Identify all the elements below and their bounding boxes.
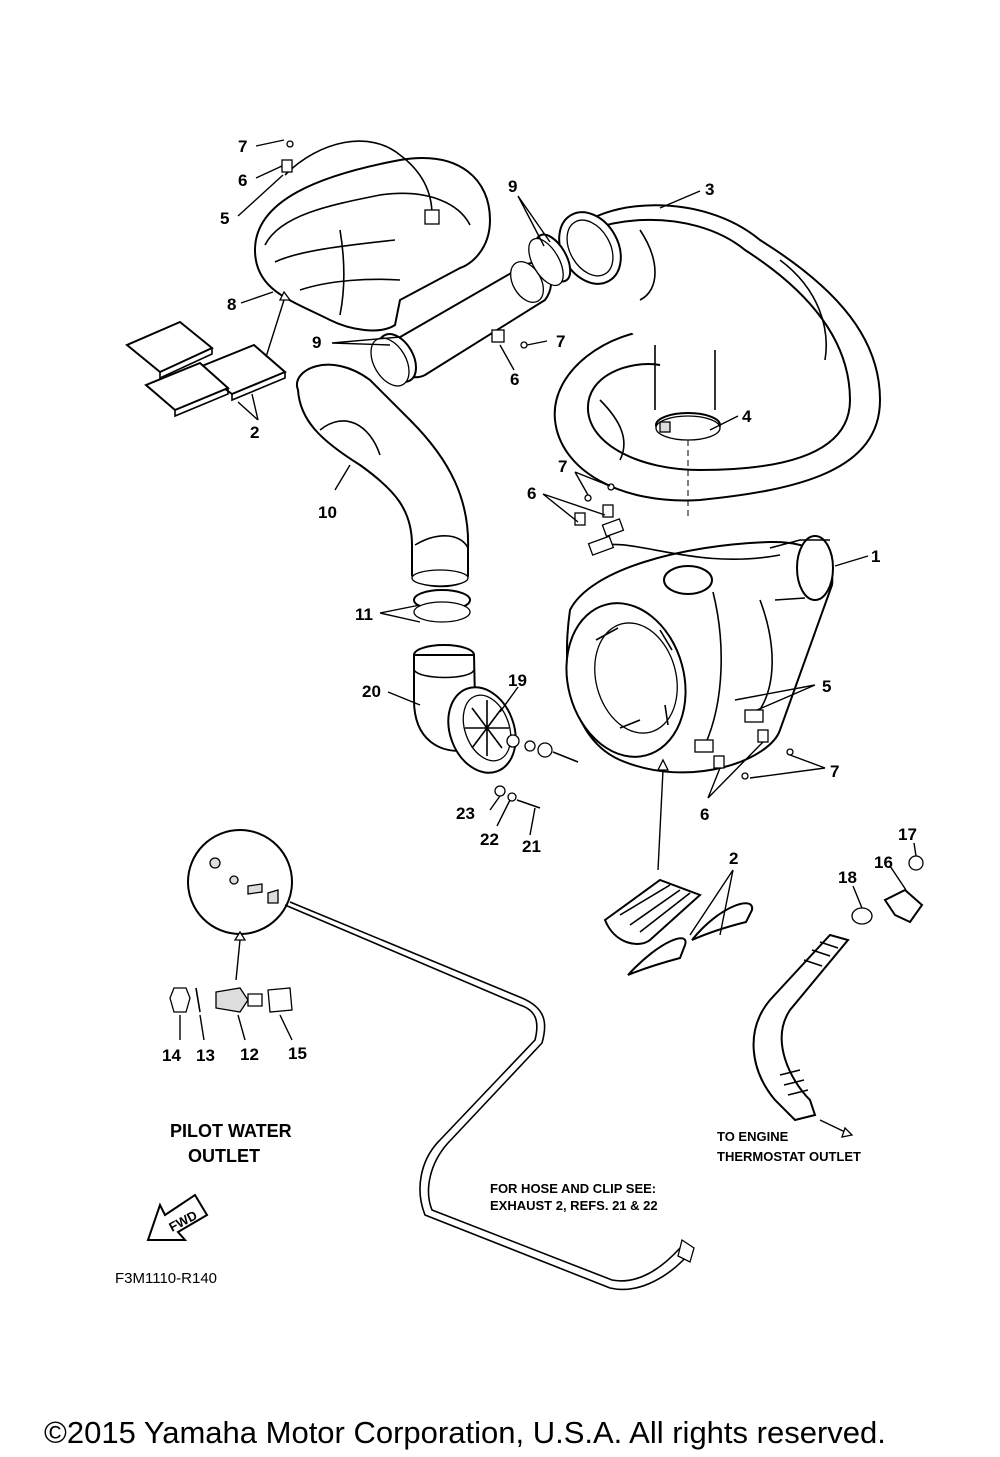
callout-leaders bbox=[179, 139, 917, 1041]
callout-14: 14 bbox=[162, 1046, 181, 1065]
arrow-to-box bbox=[265, 299, 285, 358]
screw-7-top bbox=[286, 140, 294, 148]
callout-9: 9 bbox=[312, 333, 321, 352]
hose-clamp-4 bbox=[655, 412, 721, 441]
callout-labels: 7 6 5 8 9 3 9 7 6 2 4 7 6 10 1 11 5 20 1… bbox=[162, 137, 917, 1065]
pilot-water-label: PILOT WATER bbox=[170, 1121, 292, 1141]
callout-1: 1 bbox=[871, 547, 880, 566]
callout-2: 2 bbox=[729, 849, 738, 868]
callout-17: 17 bbox=[898, 825, 917, 844]
callout-18: 18 bbox=[838, 868, 857, 887]
callout-8: 8 bbox=[227, 295, 236, 314]
pilot-water-label-2: OUTLET bbox=[188, 1146, 260, 1166]
callout-11: 11 bbox=[355, 605, 373, 624]
foam-pads-lower bbox=[603, 878, 754, 976]
callout-6: 6 bbox=[700, 805, 709, 824]
callout-3: 3 bbox=[705, 180, 714, 199]
bolt-set bbox=[494, 734, 579, 809]
callout-21: 21 bbox=[522, 837, 541, 856]
callout-10: 10 bbox=[318, 503, 337, 522]
callout-6: 6 bbox=[510, 370, 519, 389]
pilot-water-detail-circle bbox=[187, 829, 293, 935]
intake-duct-loop bbox=[553, 204, 882, 502]
callout-6: 6 bbox=[527, 484, 536, 503]
air-filter-case-1 bbox=[565, 483, 834, 780]
callout-7: 7 bbox=[556, 332, 565, 351]
pilot-fitting-parts bbox=[169, 987, 293, 1013]
figure-code: F3M1110-R140 bbox=[115, 1270, 217, 1287]
hose-to-thermostat bbox=[752, 933, 850, 1122]
callout-9: 9 bbox=[508, 177, 517, 196]
foam-pads-upper bbox=[125, 320, 287, 418]
intake-hose-10 bbox=[295, 363, 470, 588]
thermostat-outlet-label: THERMOSTAT OUTLET bbox=[717, 1149, 861, 1164]
bracket-6-mid bbox=[491, 329, 505, 343]
copyright-notice: ©2015 Yamaha Motor Corporation, U.S.A. A… bbox=[44, 1415, 886, 1450]
callout-4: 4 bbox=[742, 407, 752, 426]
callout-22: 22 bbox=[480, 830, 499, 849]
callout-7: 7 bbox=[238, 137, 247, 156]
bracket-6-top bbox=[281, 159, 293, 173]
fwd-arrow-icon bbox=[146, 1193, 209, 1241]
band-5-top bbox=[284, 140, 433, 216]
to-engine-label: TO ENGINE bbox=[717, 1129, 789, 1144]
hose-clip-note-2: EXHAUST 2, REFS. 21 & 22 bbox=[490, 1198, 658, 1213]
hose-clip-note: FOR HOSE AND CLIP SEE: bbox=[490, 1181, 656, 1196]
callout-7: 7 bbox=[830, 762, 839, 781]
callout-5: 5 bbox=[822, 677, 831, 696]
fittings-16-18 bbox=[851, 855, 924, 925]
hose-clamp-11 bbox=[413, 589, 471, 623]
pilot-water-line bbox=[284, 904, 689, 1291]
callout-7: 7 bbox=[558, 457, 567, 476]
callout-5: 5 bbox=[220, 209, 229, 228]
screw-7-mid bbox=[520, 341, 528, 349]
flame-arrester-19 bbox=[447, 686, 517, 774]
callout-23: 23 bbox=[456, 804, 475, 823]
callout-2: 2 bbox=[250, 423, 259, 442]
callout-19: 19 bbox=[508, 671, 527, 690]
hose-clamp-9-upper bbox=[528, 233, 572, 287]
callout-16: 16 bbox=[874, 853, 893, 872]
callout-12: 12 bbox=[240, 1045, 259, 1064]
band-5-tab bbox=[424, 209, 440, 225]
callout-13: 13 bbox=[196, 1046, 215, 1065]
callout-6: 6 bbox=[238, 171, 247, 190]
hose-clamp-9-lower bbox=[370, 333, 417, 387]
callout-20: 20 bbox=[362, 682, 381, 701]
callout-15: 15 bbox=[288, 1044, 307, 1063]
